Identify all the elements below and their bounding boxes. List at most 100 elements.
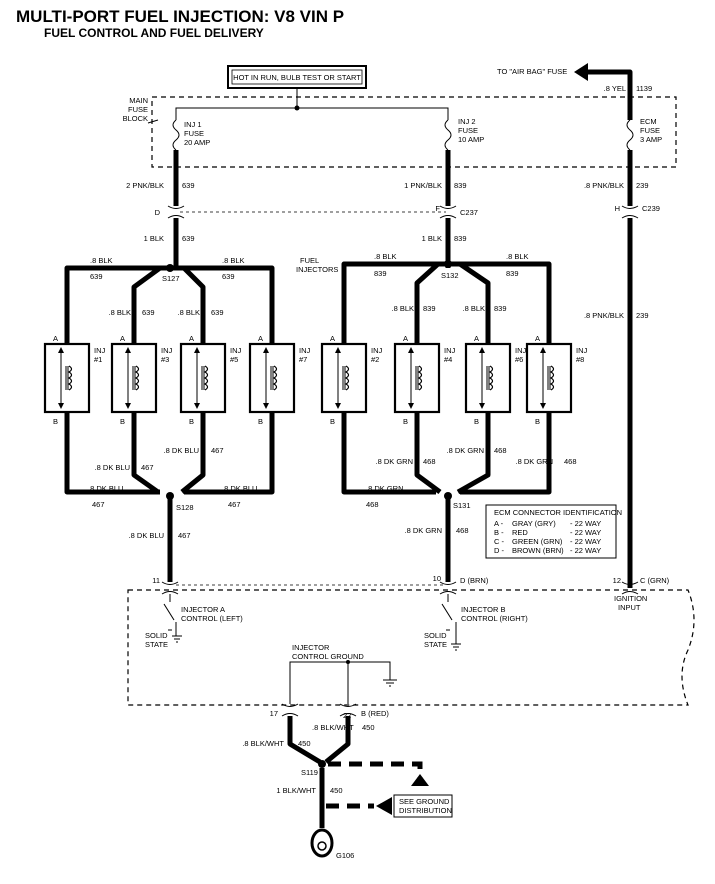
pin-b-red-label: B (RED) (361, 709, 389, 718)
blkwht-1-label: 1 BLK/WHT (276, 786, 316, 795)
wire-839-label-b: 839 (454, 234, 467, 243)
inj2-fuse-label-1: INJ 2 (458, 117, 476, 126)
inj-a-switch-blade (163, 603, 175, 621)
injector-number-label: #1 (94, 355, 102, 364)
ecm-id-color: BROWN (BRN) (512, 546, 564, 555)
hot-in-run-label: HOT IN RUN, BULB TEST OR START (233, 73, 361, 82)
inj2-fuse-element (444, 119, 452, 151)
ground-dist-label-2: DISTRIBUTION (399, 806, 452, 815)
right-blk-label-4: .8 BLK (462, 304, 485, 313)
pin-d-brn-label: D (BRN) (460, 576, 489, 585)
ecm-id-way: - 22 WAY (570, 519, 601, 528)
injector-pin-a-label: A (330, 334, 335, 343)
pin-10-lower (439, 591, 457, 595)
blk-1-label-left: 1 BLK (144, 234, 164, 243)
pin-17-lower (281, 713, 299, 717)
injector-body (43, 342, 91, 414)
left-639-label-4: 639 (211, 308, 224, 317)
left-467-label-1: 467 (141, 463, 154, 472)
airbag-fuse-wire (587, 69, 633, 120)
injector-number-label: #2 (371, 355, 379, 364)
airbag-fuse-label: TO "AIR BAG" FUSE (497, 67, 567, 76)
right-blk-label-1: .8 BLK (374, 252, 397, 261)
ecm-id-pin: A - (494, 519, 504, 528)
pnk-blk-8-label-b: .8 PNK/BLK (584, 311, 624, 320)
ecm-fuse-element (626, 119, 634, 151)
injector-body (393, 342, 441, 414)
inj-control-ground-bus (289, 661, 391, 704)
injector-pin-b-label: B (330, 417, 335, 426)
main-fuse-block-outline (151, 96, 677, 168)
connector-d-label: D (155, 208, 161, 217)
g106-bolt-icon (317, 841, 327, 851)
connector-f-lower (439, 215, 457, 219)
injector-arrow-down-icon (125, 403, 131, 409)
left-blk-label-4: .8 BLK (177, 308, 200, 317)
ecm-id-color: GREEN (GRN) (512, 537, 563, 546)
pin-22-upper (339, 703, 357, 707)
pnk-blk-8-label-a: .8 PNK/BLK (584, 181, 624, 190)
ecm-id-title: ECM CONNECTOR IDENTIFICATION (494, 508, 622, 517)
right-bottom-bus-a (341, 412, 436, 495)
fuse-block-leader (147, 119, 159, 124)
injector-number-label: #8 (576, 355, 584, 364)
right-bottom-bus-b (460, 412, 552, 495)
connector-h-lower (621, 215, 639, 219)
injector-coil-icon (417, 365, 423, 391)
injector-arrow-down-icon (479, 403, 485, 409)
injector-name-label: INJ (161, 346, 173, 355)
ecm-connector-id-box: ECM CONNECTOR IDENTIFICATION A -GRAY (GR… (485, 504, 622, 559)
right-468-label-2: 468 (494, 446, 507, 455)
pin-12-label: 12 (613, 576, 621, 585)
injector-arrow-down-icon (194, 403, 200, 409)
ground-wire-17 (287, 716, 322, 765)
right-dkgrn-label-2: .8 DK GRN (446, 446, 484, 455)
s131-label: S131 (453, 501, 471, 510)
injector-body (248, 342, 296, 414)
right-839-label-2: 839 (506, 269, 519, 278)
right-bottom-branch-inj4 (414, 412, 442, 495)
injector-arrow-down-icon (263, 403, 269, 409)
injector-arrow-down-icon (335, 403, 341, 409)
main-fuse-block-label-2: FUSE (128, 105, 148, 114)
inj2-fuse-label-2: FUSE (458, 126, 478, 135)
injector-arrow-up-icon (58, 347, 64, 353)
pin-17-label: 17 (270, 709, 278, 718)
right-bottom-branch-inj6 (456, 412, 491, 495)
left-branch-inj5 (182, 266, 206, 344)
right-468-label-3: 468 (564, 457, 577, 466)
connector-d-lower (167, 215, 185, 219)
right-839-label-4: 839 (494, 304, 507, 313)
s119-splice (318, 760, 326, 768)
right-branch-inj4 (414, 262, 440, 344)
wire-639-label-a: 639 (182, 181, 195, 190)
right-468-label-1: 468 (423, 457, 436, 466)
inj1-fuse-element (172, 119, 180, 151)
pnk-blk-1-label: 1 PNK/BLK (404, 181, 442, 190)
left-blk-label-1: .8 BLK (90, 256, 113, 265)
diagram-subtitle: FUEL CONTROL AND FUEL DELIVERY (44, 26, 264, 40)
injector-name-label: INJ (576, 346, 588, 355)
s128-label: S128 (176, 503, 194, 512)
fuel-injectors: ABINJ#1ABINJ#3ABINJ#5ABINJ#7ABINJ#2ABINJ… (43, 334, 588, 426)
injector-coil-icon (549, 365, 555, 391)
left-467-label-4: 467 (228, 500, 241, 509)
wire-639-label-b: 639 (182, 234, 195, 243)
pin-c-grn-label: C (GRN) (640, 576, 670, 585)
injector-arrow-up-icon (263, 347, 269, 353)
inj-a-control-label-1: INJECTOR A (181, 605, 225, 614)
blkwht-label-22: .8 BLK/WHT (312, 723, 354, 732)
injector-number-label: #6 (515, 355, 523, 364)
connector-f-label: F (435, 204, 440, 213)
injector-coil-icon (134, 365, 140, 391)
wire-839-label-a: 839 (454, 181, 467, 190)
connector-h-upper (621, 205, 639, 209)
injector-number-label: #7 (299, 355, 307, 364)
left-blk-label-2: .8 BLK (222, 256, 245, 265)
inj1-fuse-label-1: INJ 1 (184, 120, 202, 129)
injector-arrow-up-icon (194, 347, 200, 353)
left-dkblu-label-4: .8 DK BLU (222, 484, 257, 493)
g106-label: G106 (336, 851, 354, 860)
right-blk-label-3: .8 BLK (391, 304, 414, 313)
